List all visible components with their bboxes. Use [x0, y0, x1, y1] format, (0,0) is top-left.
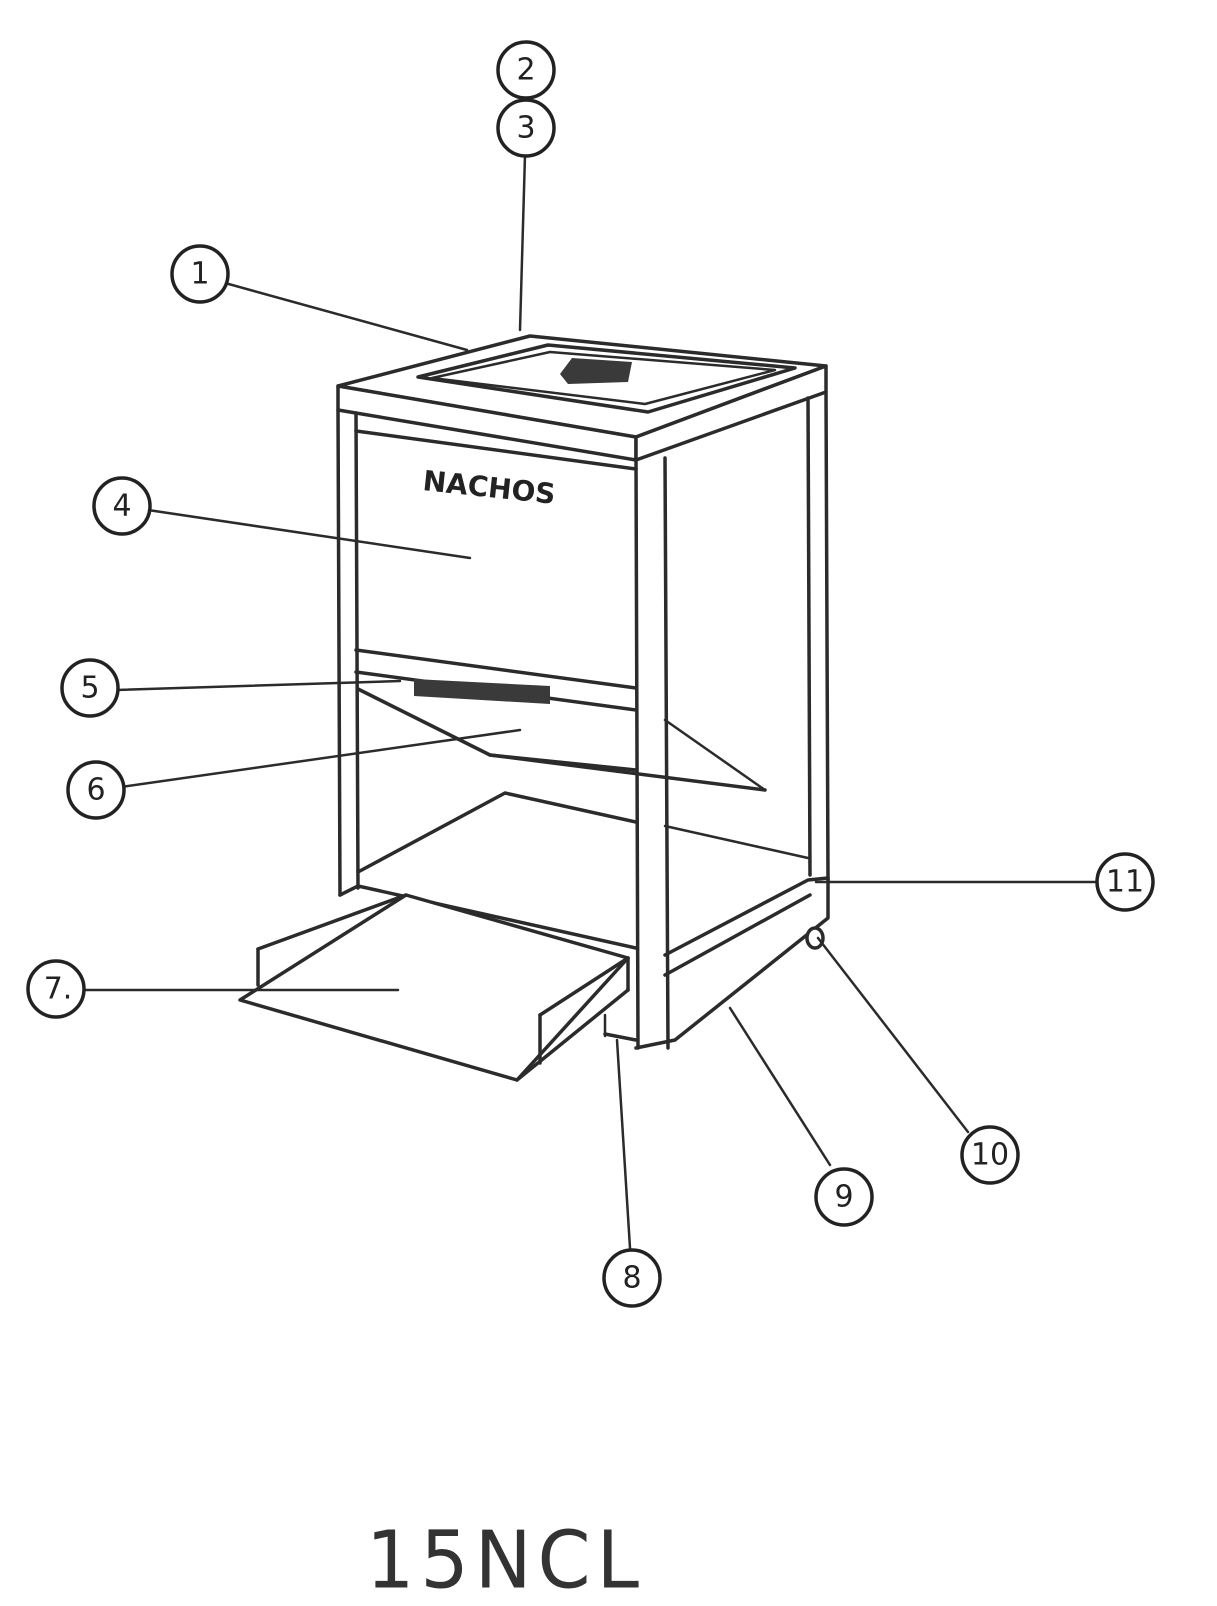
callout-1-label: 1 — [190, 257, 209, 292]
callout-7: 7. — [28, 961, 84, 1017]
callout-9-label: 9 — [834, 1180, 853, 1215]
cabinet-top — [338, 336, 826, 460]
callout-9: 9 — [816, 1169, 872, 1225]
cabinet-sign-text: NACHOS — [421, 464, 557, 511]
callout-11-label: 11 — [1106, 865, 1144, 900]
inner-rack — [358, 689, 765, 790]
callout-3-label: 3 — [516, 111, 535, 146]
callout-10: 10 — [962, 1127, 1018, 1183]
callout-8: 8 — [604, 1250, 660, 1306]
callout-6-label: 6 — [86, 773, 105, 808]
callout-3: 3 — [498, 100, 554, 156]
callout-6: 6 — [68, 762, 124, 818]
callout-7-label: 7. — [44, 972, 73, 1007]
cabinet-interior — [358, 793, 808, 872]
callout-4: 4 — [94, 478, 150, 534]
callout-5: 5 — [62, 660, 118, 716]
callout-8-label: 8 — [622, 1261, 641, 1296]
callout-5-label: 5 — [80, 671, 99, 706]
light-bar — [414, 679, 550, 704]
callout-4-label: 4 — [112, 489, 131, 524]
callout-11: 11 — [1097, 854, 1153, 910]
callout-1: 1 — [172, 246, 228, 302]
drawer — [240, 895, 628, 1080]
callout-2-label: 2 — [516, 53, 535, 88]
sign-panel: NACHOS — [356, 431, 636, 710]
callout-10-label: 10 — [971, 1138, 1009, 1173]
model-number-label: 15NCL — [366, 1513, 645, 1606]
callout-2: 2 — [498, 42, 554, 98]
leader-lines — [82, 155, 1097, 1248]
